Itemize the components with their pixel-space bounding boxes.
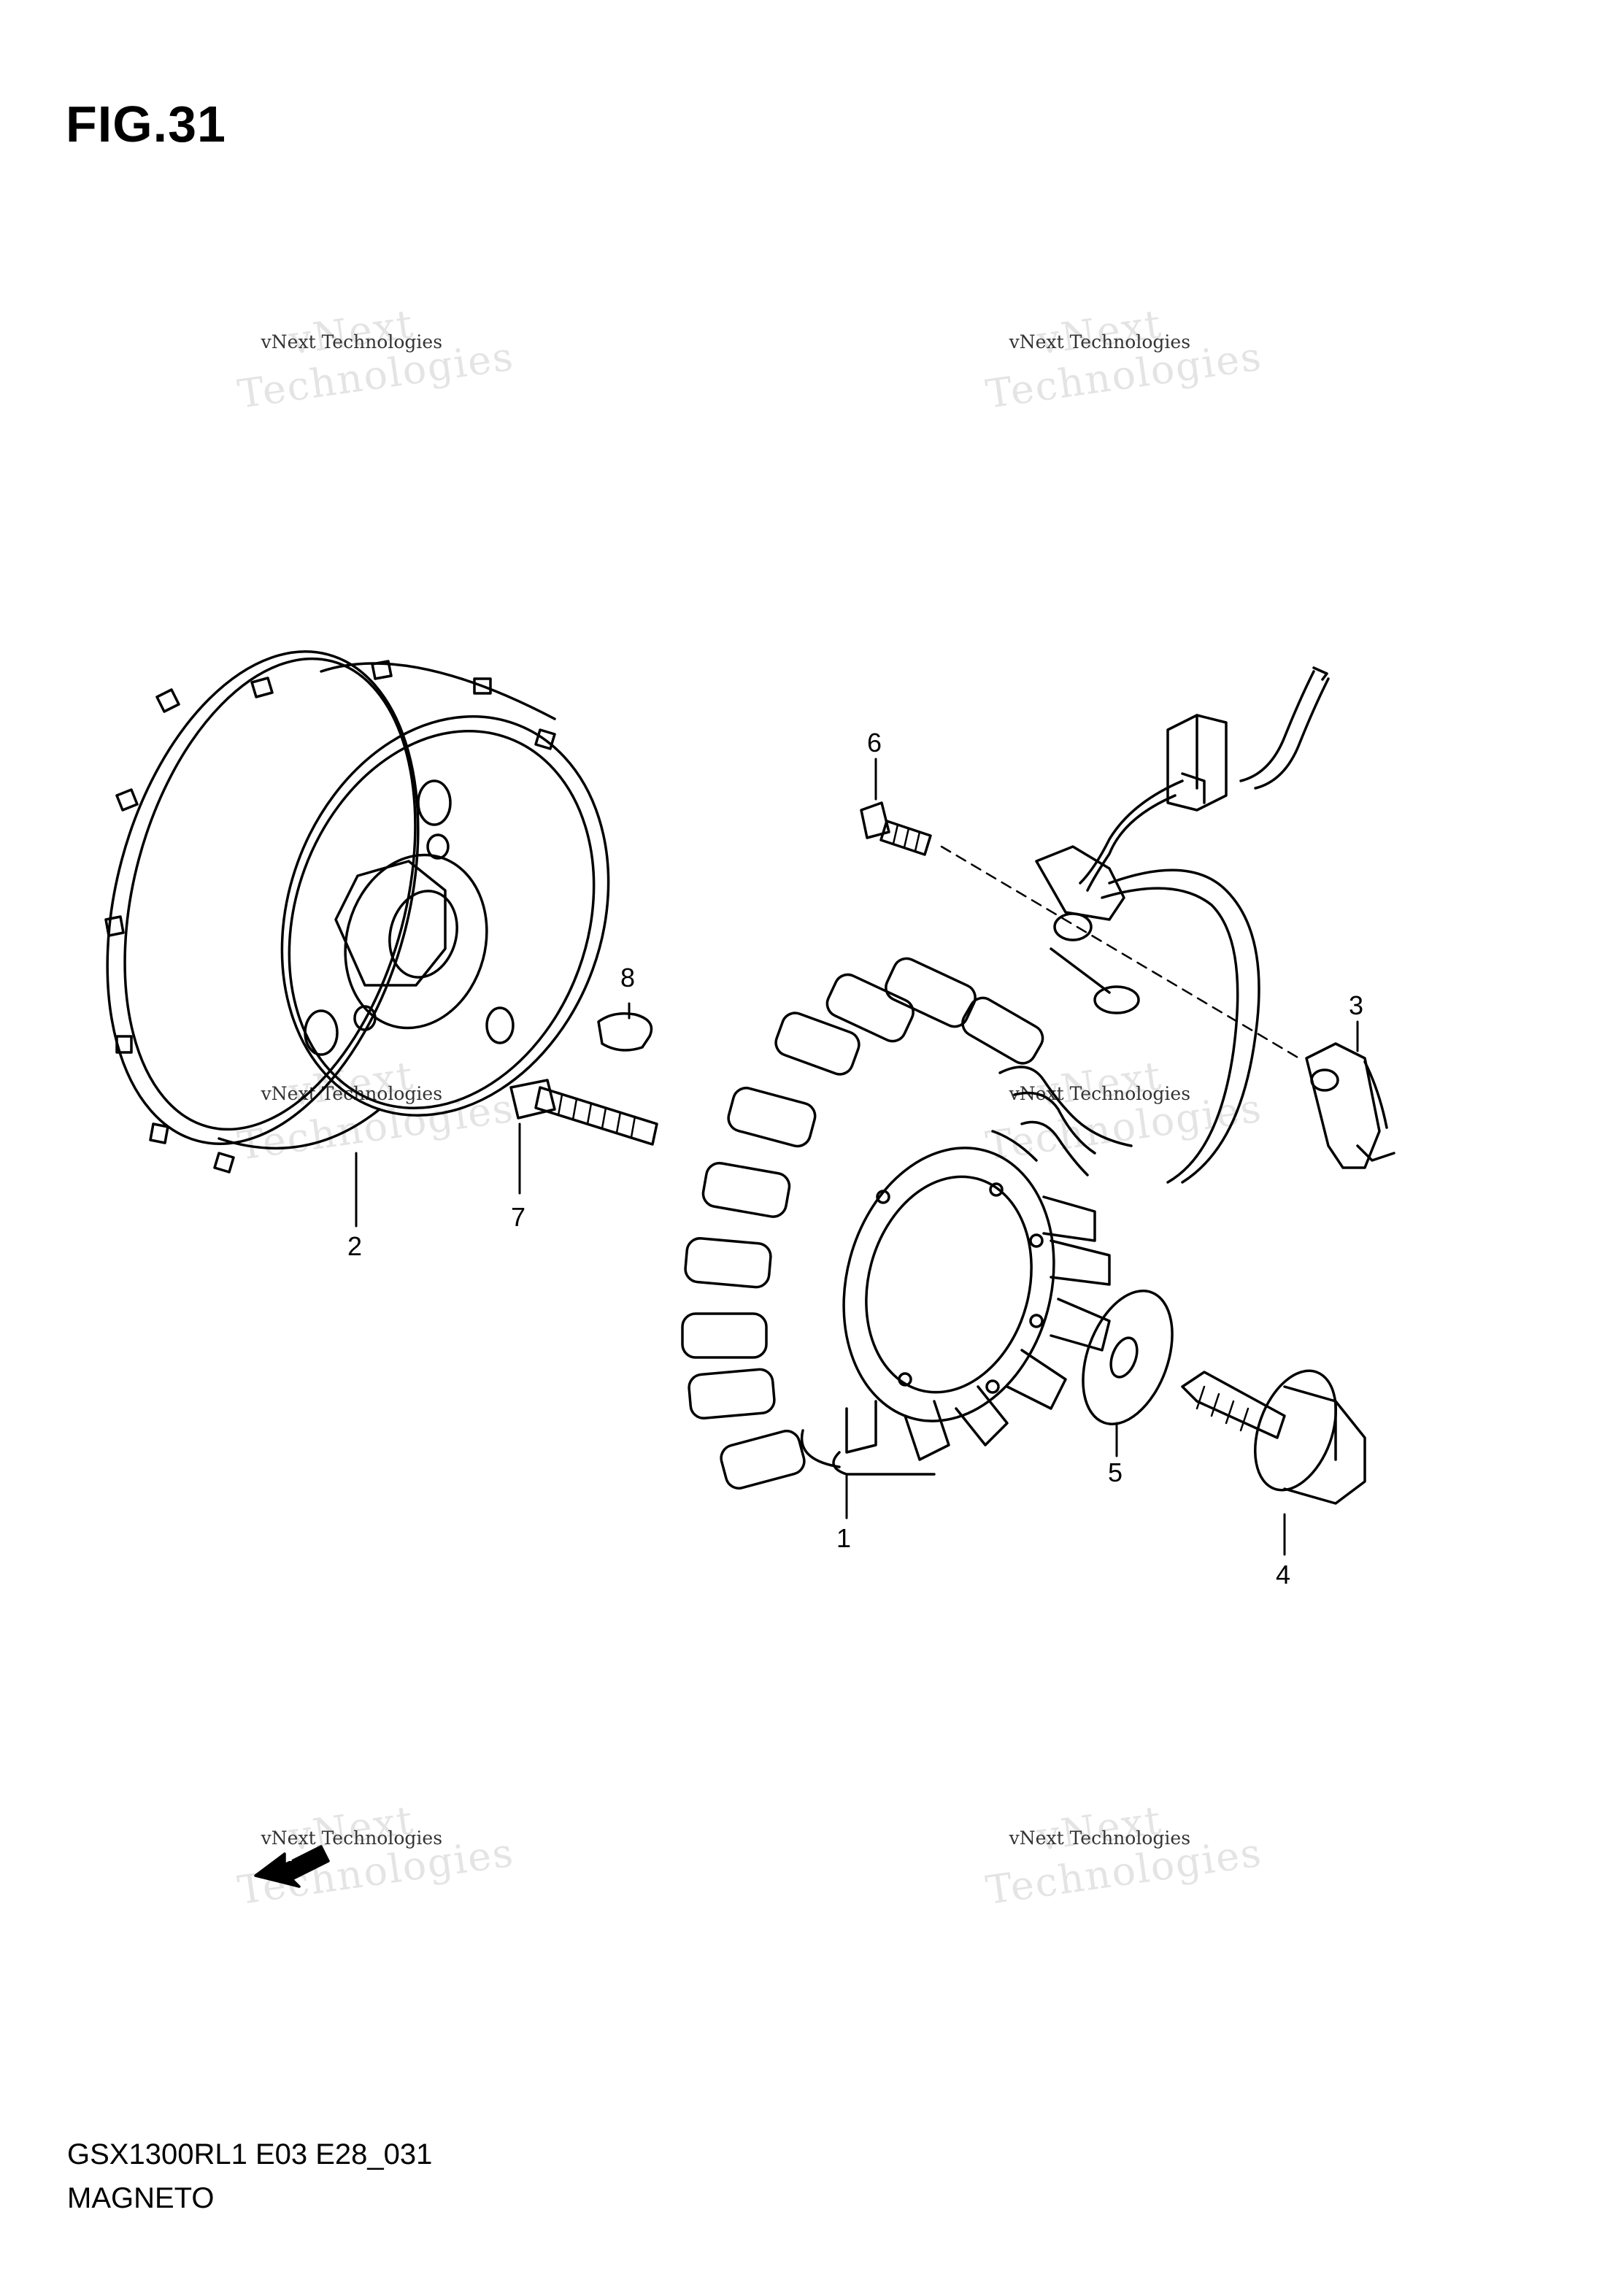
stator-part[interactable] <box>681 954 1133 1519</box>
group-name: MAGNETO <box>67 2182 215 2214</box>
alignment-dash <box>940 845 1301 1060</box>
callout-2: 2 <box>347 1231 362 1261</box>
callout-5: 5 <box>1108 1457 1123 1487</box>
callout-8: 8 <box>620 963 635 993</box>
callout-6: 6 <box>867 728 882 758</box>
callout-1: 1 <box>836 1523 851 1553</box>
front-marker-label: F <box>288 1846 298 1865</box>
bolt-part-7[interactable] <box>509 1079 658 1195</box>
key-part[interactable] <box>597 1002 653 1052</box>
bolt-part-6[interactable] <box>860 758 932 856</box>
rotor-part[interactable] <box>57 617 663 1228</box>
callout-3: 3 <box>1349 990 1363 1020</box>
bolt-part-4[interactable] <box>1181 1360 1366 1556</box>
washer-part[interactable] <box>1066 1279 1189 1457</box>
front-direction-arrow-icon <box>254 1845 330 1888</box>
model-code: GSX1300RL1 E03 E28_031 <box>67 2138 433 2170</box>
callout-7: 7 <box>511 1202 525 1232</box>
callout-4: 4 <box>1276 1560 1290 1590</box>
figure-title: FIG.31 <box>66 96 226 153</box>
clamp-part[interactable] <box>1305 1020 1395 1169</box>
wire-harness <box>1035 666 1330 1184</box>
